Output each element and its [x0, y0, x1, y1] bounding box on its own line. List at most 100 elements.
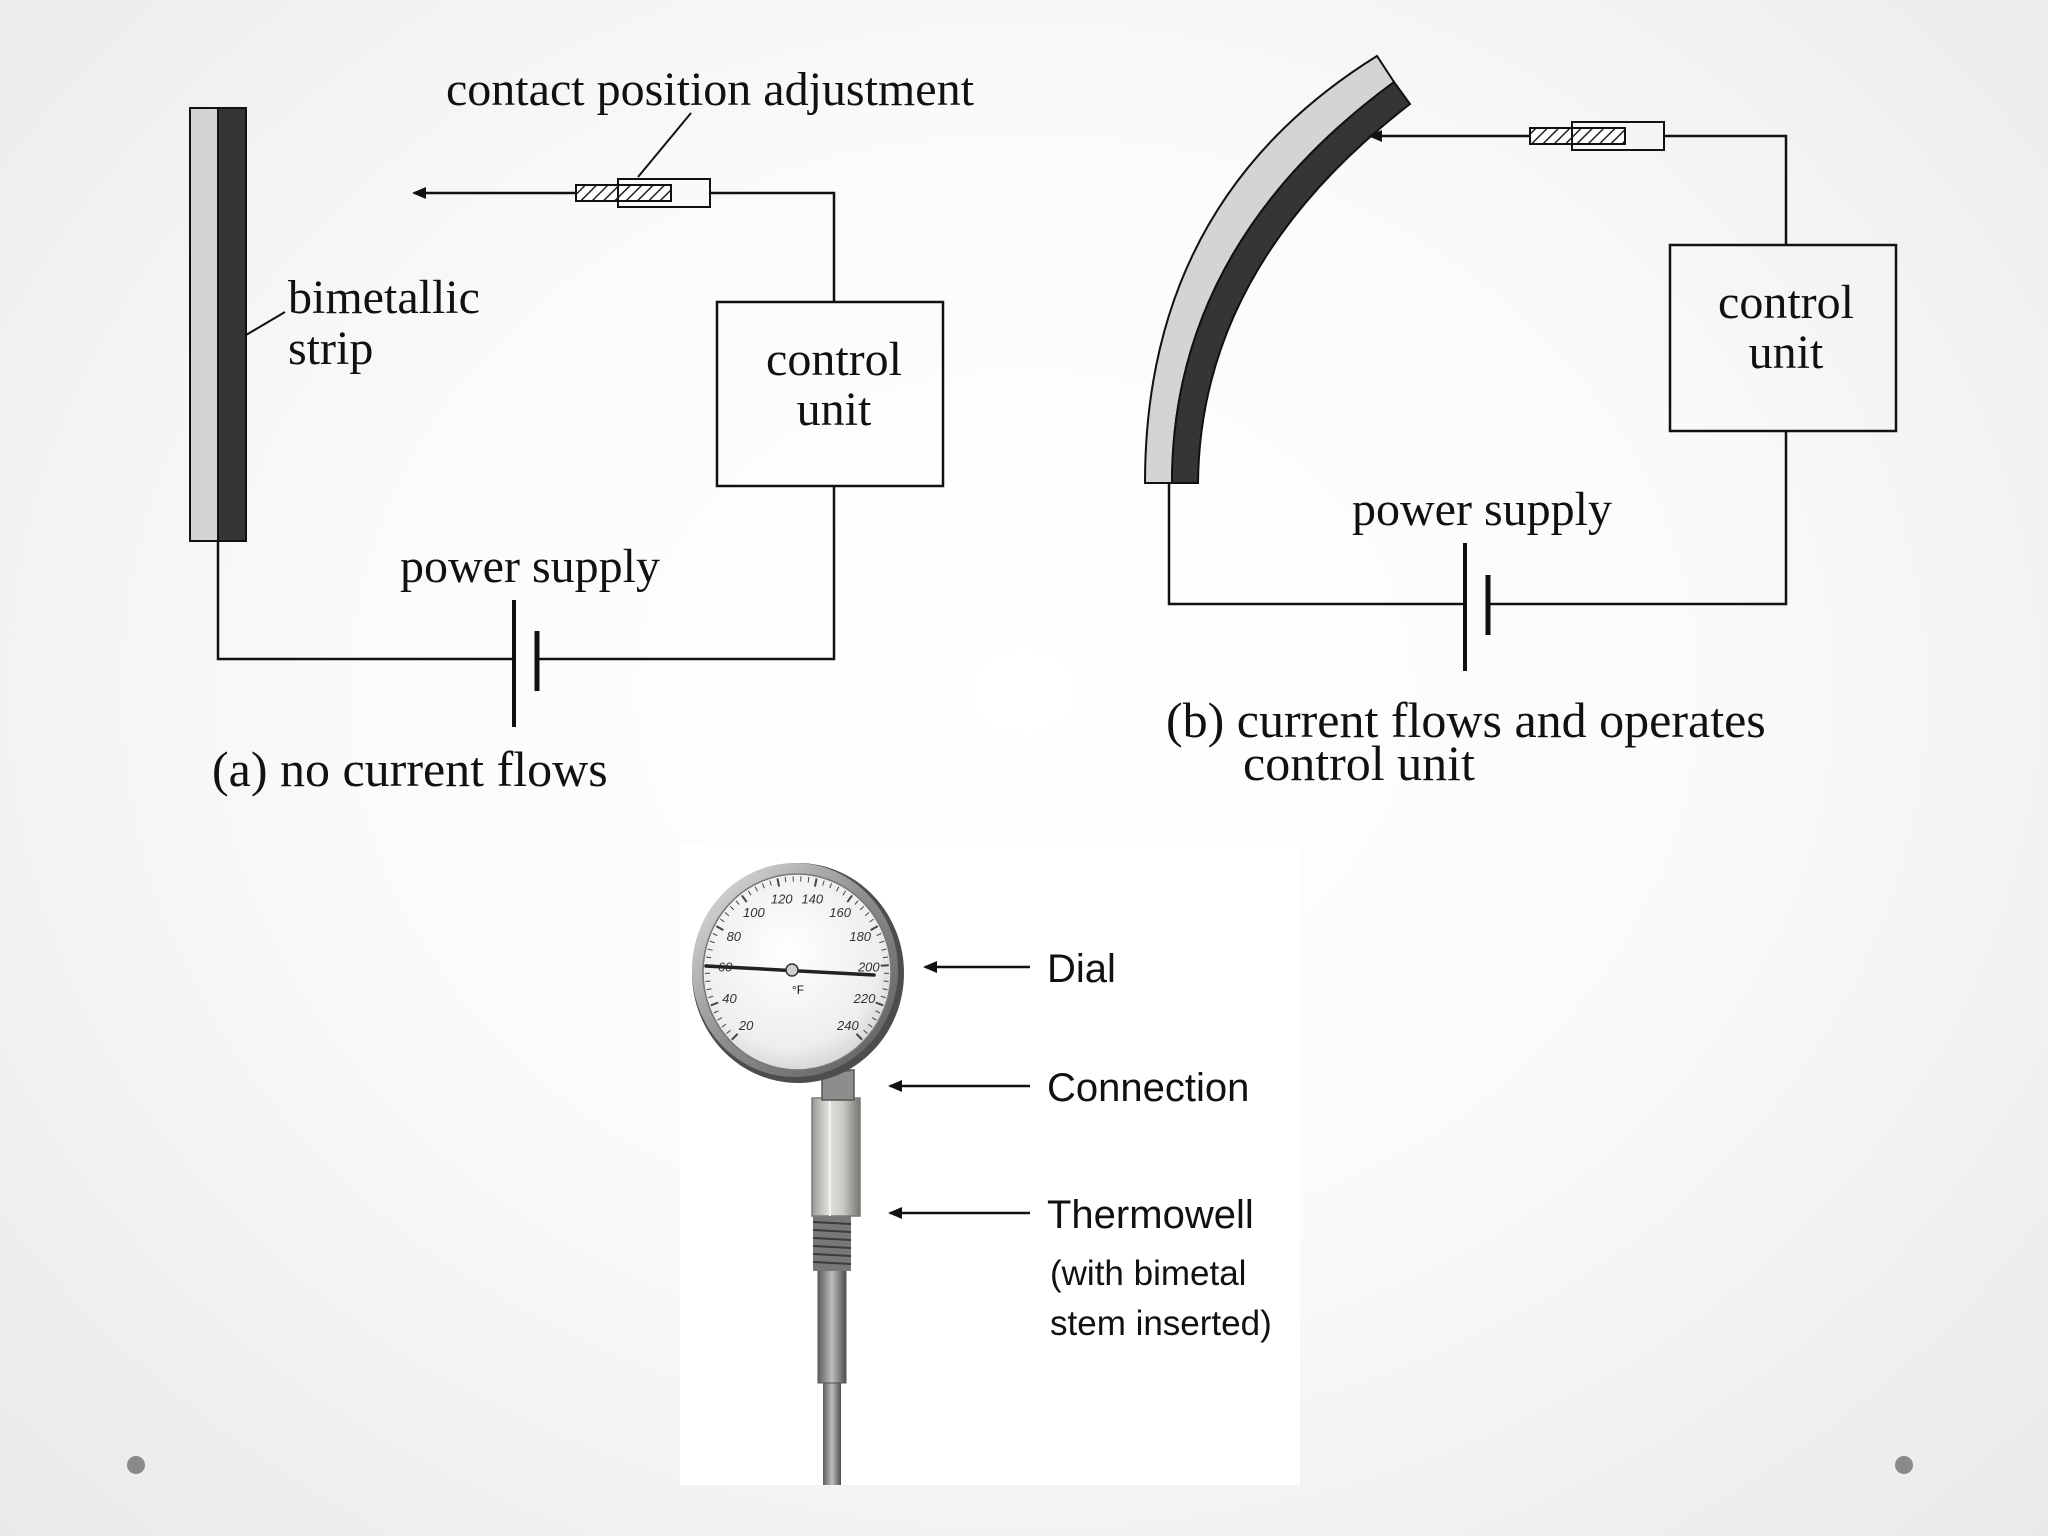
- dial-gauge: 20406080100120140160180200220240 °F: [692, 863, 904, 1083]
- slide-bullet-right: [1895, 1456, 1913, 1474]
- dial-tick: [741, 894, 748, 903]
- bimetallic-strip-a: [189, 107, 247, 542]
- dial-tick: [712, 933, 718, 937]
- contact-leader-line: [637, 112, 692, 178]
- contact-adjustment-label: contact position adjustment: [446, 63, 975, 116]
- stem: [823, 1380, 841, 1485]
- dial-tick: [859, 905, 865, 911]
- dial-tick: [784, 877, 787, 883]
- dial-unit: °F: [792, 983, 804, 997]
- dial-tick: [842, 890, 847, 896]
- wire-top-b: [1664, 134, 1788, 245]
- dial-tick: [829, 883, 833, 889]
- dial-number: 40: [722, 991, 737, 1006]
- dial-tick: [720, 918, 725, 923]
- thermometer-photo: 20406080100120140160180200220240 °F Dial…: [680, 845, 1300, 1485]
- dial-number: 120: [771, 892, 793, 907]
- strip-label-line1: bimetallic: [288, 271, 480, 324]
- battery-symbol-b: [1463, 543, 1491, 671]
- dial-tick: [707, 948, 713, 951]
- dial-tick: [882, 956, 888, 959]
- dial-tick: [726, 1029, 731, 1034]
- dial-tick: [876, 933, 882, 937]
- dial-number: 100: [743, 905, 765, 920]
- strip-label-line2: strip: [288, 322, 373, 375]
- bimetallic-strip-b: [1143, 54, 1412, 484]
- thermowell-note-line2: stem inserted): [1050, 1304, 1272, 1343]
- dial-number: 140: [801, 892, 823, 907]
- dial-tick: [724, 912, 730, 917]
- dial-tick: [880, 995, 886, 999]
- control-unit-b: [1668, 243, 1898, 433]
- power-supply-label-a: power supply: [400, 540, 660, 593]
- dial-tick: [881, 948, 887, 951]
- caption-a: (a) no current flows: [212, 741, 608, 797]
- wire-left-a: [216, 541, 514, 661]
- thermowell-hex: [811, 1097, 861, 1217]
- slide-bullet-left: [127, 1456, 145, 1474]
- dial-tick: [870, 925, 879, 931]
- dial-tick: [721, 1023, 727, 1028]
- dial-tick: [880, 964, 889, 967]
- dial-number: 220: [853, 991, 876, 1006]
- dial-tick: [879, 940, 885, 944]
- diagram-a: bimetallic strip contact position adjust…: [189, 63, 975, 797]
- diagram-b: control unit power supply (b) current fl…: [1143, 54, 1898, 791]
- dial-tick: [864, 912, 870, 917]
- wire-right-b: [1488, 431, 1788, 606]
- control-unit-a-line2: unit: [797, 383, 872, 436]
- wire-right-a: [537, 486, 836, 661]
- dial-tick: [807, 877, 810, 883]
- dial-tick: [871, 1017, 877, 1021]
- dial-tick: [769, 880, 772, 886]
- dial-tick: [776, 878, 781, 887]
- dial-number: 80: [727, 929, 742, 944]
- connection-label: Connection: [1047, 1066, 1249, 1110]
- dial-number: 160: [829, 905, 851, 920]
- dial-tick: [731, 1033, 739, 1041]
- dial-tick: [729, 905, 735, 911]
- dial-tick: [854, 900, 859, 905]
- dial-tick: [717, 1017, 723, 1021]
- control-unit-b-line1: control: [1718, 276, 1854, 329]
- dial-tick: [713, 1010, 719, 1014]
- dial-tick: [747, 890, 752, 896]
- thermowell-label: Thermowell: [1047, 1193, 1254, 1237]
- dial-tick: [855, 1033, 863, 1041]
- dial-tick: [863, 1029, 868, 1034]
- dial-tick: [705, 980, 711, 982]
- contact-screw-a: [575, 178, 711, 208]
- dial-label: Dial: [1047, 947, 1116, 991]
- dial-tick: [836, 886, 840, 892]
- battery-symbol-a: [512, 600, 540, 727]
- dial-tick: [882, 988, 888, 991]
- dial-tick: [761, 883, 765, 889]
- wire-left-b: [1167, 483, 1465, 606]
- dial-tick: [754, 886, 758, 892]
- dial-number: 200: [857, 960, 880, 975]
- dial-tick: [709, 940, 715, 944]
- thermowell-tube: [817, 1267, 847, 1384]
- control-unit-b-line2: unit: [1749, 326, 1824, 379]
- dial-ticks: [704, 876, 890, 1041]
- dial-tick: [710, 1001, 719, 1007]
- dial-tick: [869, 918, 874, 923]
- wire-top-a: [710, 191, 836, 302]
- caption-b-line2: control unit: [1243, 735, 1475, 791]
- dial-tick: [735, 900, 740, 905]
- dial-tick: [875, 1001, 884, 1007]
- dial-tick: [706, 956, 712, 959]
- strip-leader-line: [245, 311, 286, 336]
- dial-tick: [875, 1010, 881, 1014]
- dial-number: 20: [738, 1018, 754, 1033]
- dial-tick: [846, 894, 853, 903]
- dial-tick: [867, 1023, 873, 1028]
- thermowell-threads: [812, 1215, 852, 1271]
- dial-hub: [785, 963, 799, 977]
- thermowell-note-line1: (with bimetal: [1050, 1254, 1246, 1293]
- dial-number: 240: [836, 1018, 859, 1033]
- control-unit-a-line1: control: [766, 333, 902, 386]
- dial-tick: [822, 880, 825, 886]
- dial-tick: [715, 925, 724, 931]
